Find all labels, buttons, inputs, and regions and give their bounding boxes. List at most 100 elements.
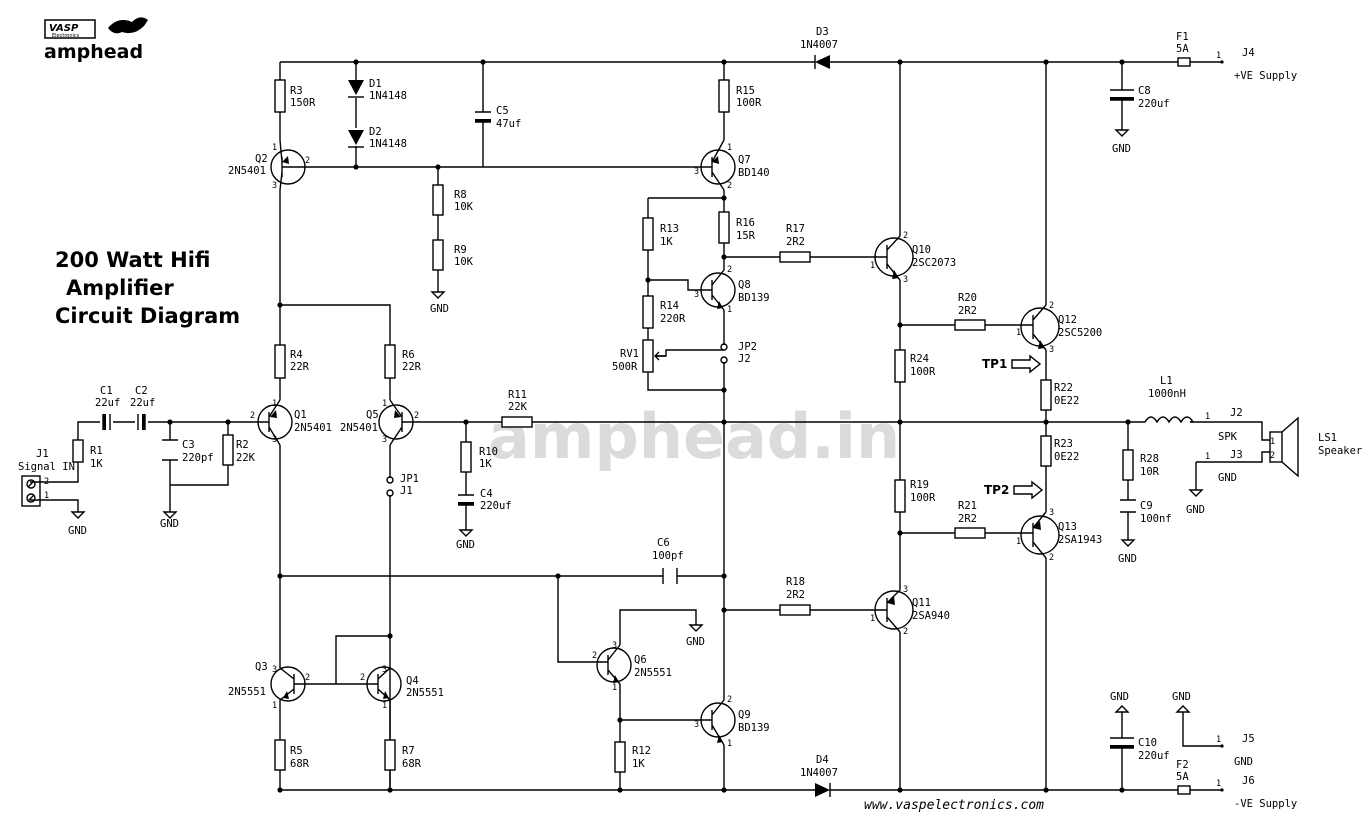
svg-text:10K: 10K <box>454 201 474 213</box>
svg-text:C4: C4 <box>480 488 493 500</box>
svg-text:47uf: 47uf <box>496 118 521 130</box>
svg-text:0E22: 0E22 <box>1054 395 1079 407</box>
resistor-r20 <box>954 319 986 331</box>
resistor-r23 <box>1040 435 1052 467</box>
svg-text:R17: R17 <box>786 223 805 235</box>
resistor-r10 <box>460 441 472 473</box>
svg-text:R28: R28 <box>1140 453 1159 465</box>
transistors <box>257 139 1060 746</box>
svg-text:1N4148: 1N4148 <box>369 138 407 150</box>
svg-text:220uf: 220uf <box>1138 750 1170 762</box>
svg-text:Q3: Q3 <box>255 661 268 673</box>
svg-text:Q11: Q11 <box>912 597 931 609</box>
svg-text:1: 1 <box>612 683 617 693</box>
svg-text:Q8: Q8 <box>738 279 751 291</box>
svg-text:L1: L1 <box>1160 375 1173 387</box>
svg-text:Q6: Q6 <box>634 654 647 666</box>
watermark: amphead.in <box>488 400 900 473</box>
resistor-r16 <box>718 211 730 244</box>
svg-text:2: 2 <box>414 411 419 421</box>
svg-text:JP1: JP1 <box>400 473 419 485</box>
svg-text:3: 3 <box>903 585 908 595</box>
svg-text:3: 3 <box>694 167 699 177</box>
svg-text:R14: R14 <box>660 300 679 312</box>
svg-text:2SA940: 2SA940 <box>912 610 950 622</box>
svg-text:VASP: VASP <box>49 23 79 34</box>
svg-text:1: 1 <box>272 399 277 409</box>
svg-text:LS1: LS1 <box>1318 432 1337 444</box>
brand-logo: VASP Electronics amphead <box>44 17 148 63</box>
svg-text:10K: 10K <box>454 256 474 268</box>
svg-text:2N5551: 2N5551 <box>406 687 444 699</box>
svg-text:C10: C10 <box>1138 737 1157 749</box>
svg-text:2: 2 <box>727 265 732 275</box>
svg-text:J2: J2 <box>738 353 751 365</box>
svg-text:220pf: 220pf <box>182 452 214 464</box>
footer-url: www.vaspelectronics.com <box>864 798 1044 813</box>
svg-text:3: 3 <box>382 435 387 445</box>
svg-text:10R: 10R <box>1140 466 1160 478</box>
resistor-r4 <box>274 344 286 379</box>
svg-text:R13: R13 <box>660 223 679 235</box>
svg-text:3: 3 <box>903 275 908 285</box>
svg-text:Q13: Q13 <box>1058 521 1077 533</box>
svg-text:3: 3 <box>382 665 387 675</box>
svg-text:100pf: 100pf <box>652 550 684 562</box>
svg-text:R12: R12 <box>632 745 651 757</box>
svg-text:22K: 22K <box>508 401 528 413</box>
svg-text:R1: R1 <box>90 445 103 457</box>
svg-text:1N4007: 1N4007 <box>800 39 838 51</box>
transistor-q3 <box>270 666 306 702</box>
svg-text:22uf: 22uf <box>130 397 155 409</box>
svg-text:R19: R19 <box>910 479 929 491</box>
svg-text:100R: 100R <box>910 492 936 504</box>
resistor-r22 <box>1040 379 1052 411</box>
svg-text:F1: F1 <box>1176 31 1189 43</box>
svg-text:22K: 22K <box>236 452 256 464</box>
resistor-r24 <box>894 349 906 383</box>
svg-text:R23: R23 <box>1054 438 1073 450</box>
svg-text:+VE Supply: +VE Supply <box>1234 70 1297 82</box>
svg-text:SPK: SPK <box>1218 431 1238 443</box>
svg-text:R16: R16 <box>736 217 755 229</box>
svg-text:C5: C5 <box>496 105 509 117</box>
svg-text:2: 2 <box>592 651 597 661</box>
svg-text:Q4: Q4 <box>406 675 419 687</box>
svg-text:3: 3 <box>1049 345 1054 355</box>
svg-text:Signal IN: Signal IN <box>18 461 75 473</box>
grounds <box>70 129 1204 713</box>
svg-text:3: 3 <box>612 641 617 651</box>
svg-text:R11: R11 <box>508 389 527 401</box>
capacitor-c6 <box>662 568 678 584</box>
svg-text:GND: GND <box>686 636 705 648</box>
svg-text:Q2: Q2 <box>255 153 268 165</box>
speaker-ls1 <box>1269 431 1283 463</box>
svg-text:500R: 500R <box>612 361 638 373</box>
svg-text:1: 1 <box>272 143 277 153</box>
svg-text:1K: 1K <box>90 458 103 470</box>
transistor-q10 <box>860 235 914 281</box>
svg-text:1: 1 <box>382 701 387 711</box>
svg-text:GND: GND <box>1110 691 1129 703</box>
svg-text:100nf: 100nf <box>1140 513 1172 525</box>
svg-text:Electronics: Electronics <box>52 33 80 39</box>
svg-text:2: 2 <box>44 477 49 487</box>
resistor-r19 <box>894 479 906 513</box>
resistor-r9 <box>432 239 444 271</box>
svg-text:2: 2 <box>360 673 365 683</box>
svg-text:2: 2 <box>727 695 732 705</box>
resistor-r15 <box>718 79 730 113</box>
transistor-q2 <box>270 139 306 191</box>
resistor-r8 <box>432 184 444 216</box>
page-title: 200 Watt Hifi Amplifier Circuit Diagram <box>55 248 240 328</box>
svg-text:220uf: 220uf <box>480 500 512 512</box>
svg-text:3: 3 <box>272 181 277 191</box>
svg-text:R21: R21 <box>958 500 977 512</box>
svg-text:1: 1 <box>1216 51 1221 61</box>
svg-text:2: 2 <box>1270 451 1275 461</box>
svg-text:2N5401: 2N5401 <box>294 422 332 434</box>
svg-text:2SA1943: 2SA1943 <box>1058 534 1102 546</box>
svg-text:R8: R8 <box>454 189 467 201</box>
svg-text:2N5401: 2N5401 <box>340 422 378 434</box>
